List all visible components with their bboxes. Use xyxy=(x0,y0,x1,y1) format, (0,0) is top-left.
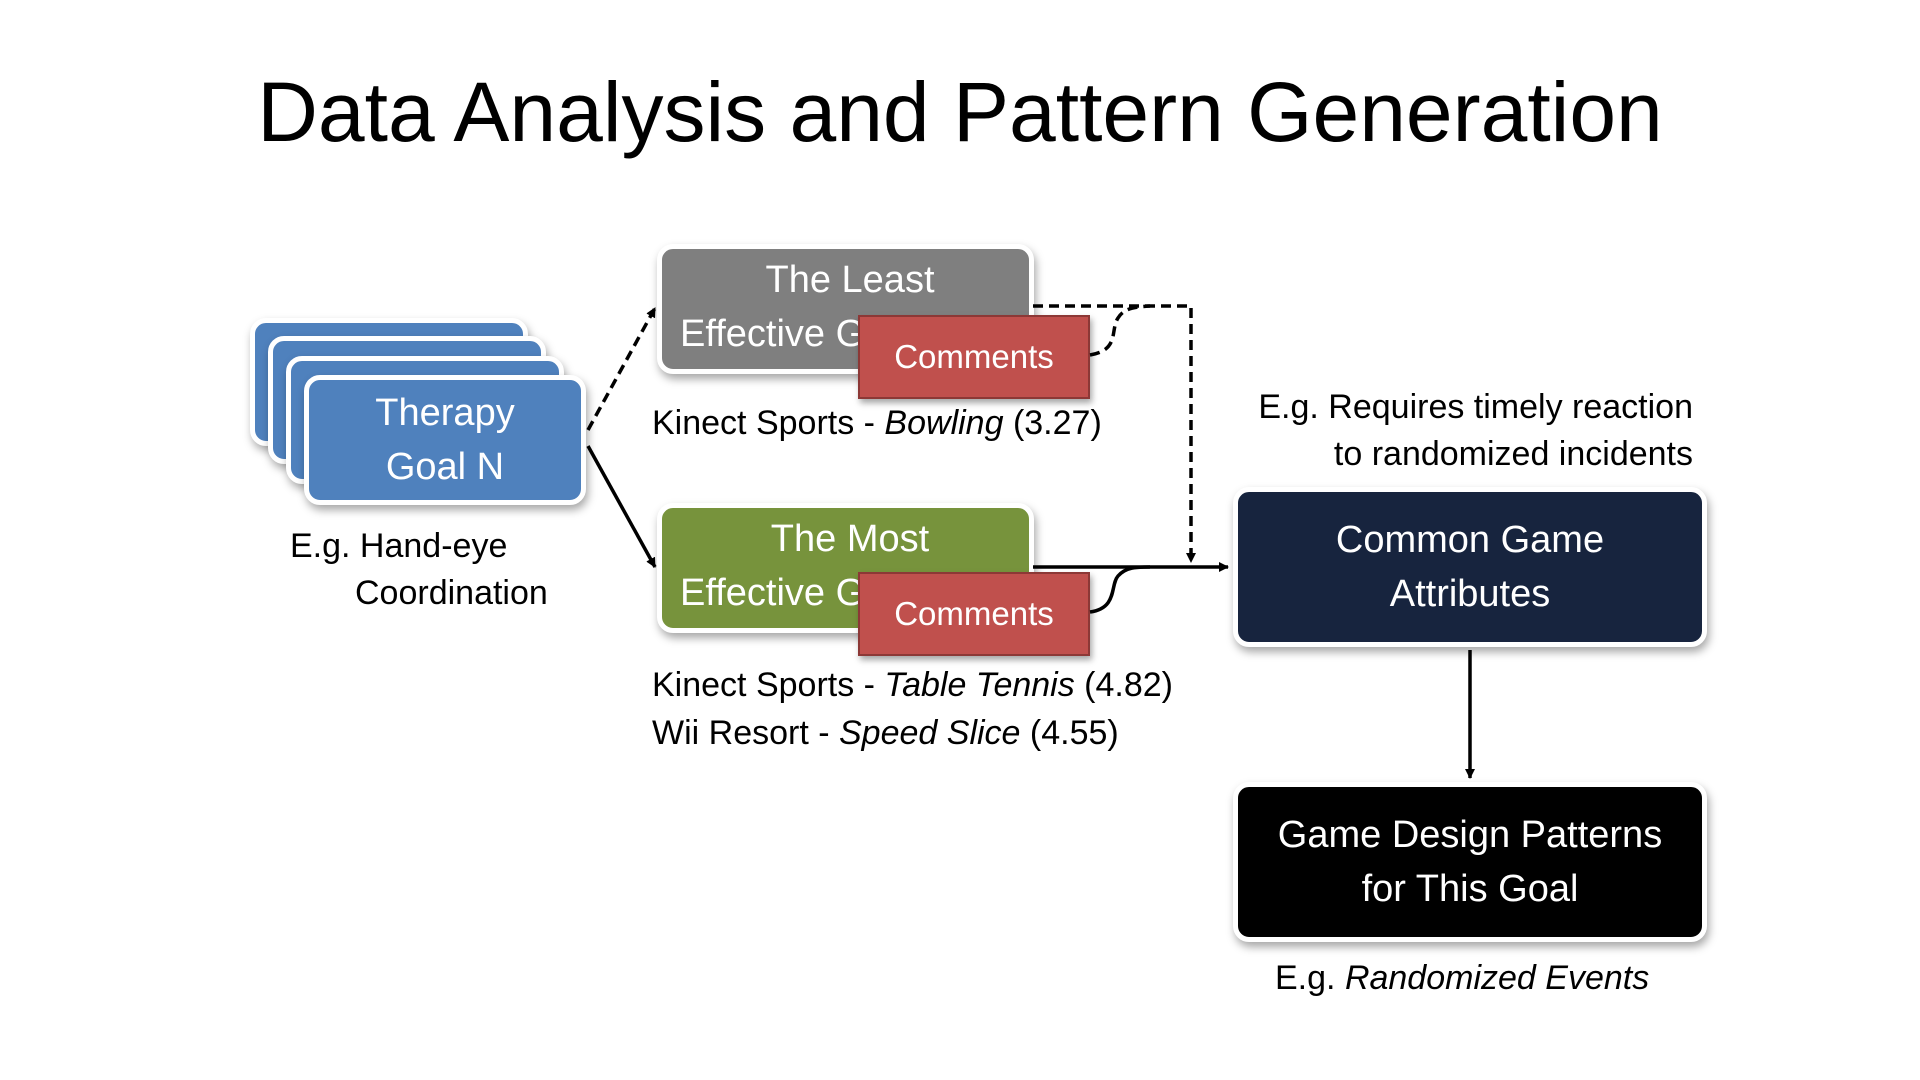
patterns-line1: Game Design Patterns xyxy=(1277,814,1663,856)
most-example-2: Wii Resort - Speed Slice (4.55) xyxy=(652,710,1119,757)
common-line2: Attributes xyxy=(1389,573,1551,615)
least-example-score: (3.27) xyxy=(1003,404,1102,442)
most-example-2-score: (4.55) xyxy=(1020,714,1119,752)
common-game-attributes-box: Common Game Attributes xyxy=(1233,487,1707,647)
therapy-goal-line2: Goal N xyxy=(385,446,505,488)
common-example-line1: E.g. Requires timely reaction xyxy=(1258,388,1693,426)
therapy-goal-line1: Therapy xyxy=(375,392,515,434)
least-effective-line1: The Least xyxy=(765,259,935,301)
most-example-1-score: (4.82) xyxy=(1074,666,1173,704)
least-comments-connector xyxy=(1089,304,1151,357)
most-comments-box: Comments xyxy=(858,572,1090,656)
arrow-therapy-to-least xyxy=(586,307,657,431)
arrow-least-to-common xyxy=(1033,304,1196,563)
most-effective-line1: The Most xyxy=(770,518,930,560)
slide-title: Data Analysis and Pattern Generation xyxy=(257,65,1663,159)
patterns-example: E.g. Randomized Events xyxy=(1275,955,1649,1002)
least-example: Kinect Sports - Bowling (3.27) xyxy=(652,400,1102,447)
therapy-example-line1: E.g. Hand-eye xyxy=(290,527,508,565)
patterns-line2: for This Goal xyxy=(1361,868,1579,910)
most-example-2-prefix: Wii Resort - xyxy=(652,714,839,752)
most-example-1: Kinect Sports - Table Tennis (4.82) xyxy=(652,662,1173,709)
least-effective-games-box: The Least Effective Games xyxy=(657,244,1034,374)
most-example-1-prefix: Kinect Sports - xyxy=(652,666,885,704)
therapy-goal-card: Therapy Goal N xyxy=(304,375,586,505)
therapy-example-line2: Coordination xyxy=(355,574,548,612)
least-example-game: Bowling xyxy=(884,404,1004,442)
least-example-prefix: Kinect Sports - xyxy=(652,404,885,442)
most-example-2-game: Speed Slice xyxy=(839,714,1021,752)
most-example-1-game: Table Tennis xyxy=(884,666,1075,704)
least-comments-box: Comments xyxy=(858,315,1090,399)
patterns-example-italic: Randomized Events xyxy=(1344,959,1650,997)
arrow-therapy-to-most xyxy=(586,445,657,568)
most-comments-connector xyxy=(1089,565,1151,614)
patterns-example-prefix: E.g. xyxy=(1275,959,1345,997)
game-design-patterns-box: Game Design Patterns for This Goal xyxy=(1233,782,1707,942)
common-line1: Common Game xyxy=(1335,519,1605,561)
common-example-line2: to randomized incidents xyxy=(1333,435,1693,473)
